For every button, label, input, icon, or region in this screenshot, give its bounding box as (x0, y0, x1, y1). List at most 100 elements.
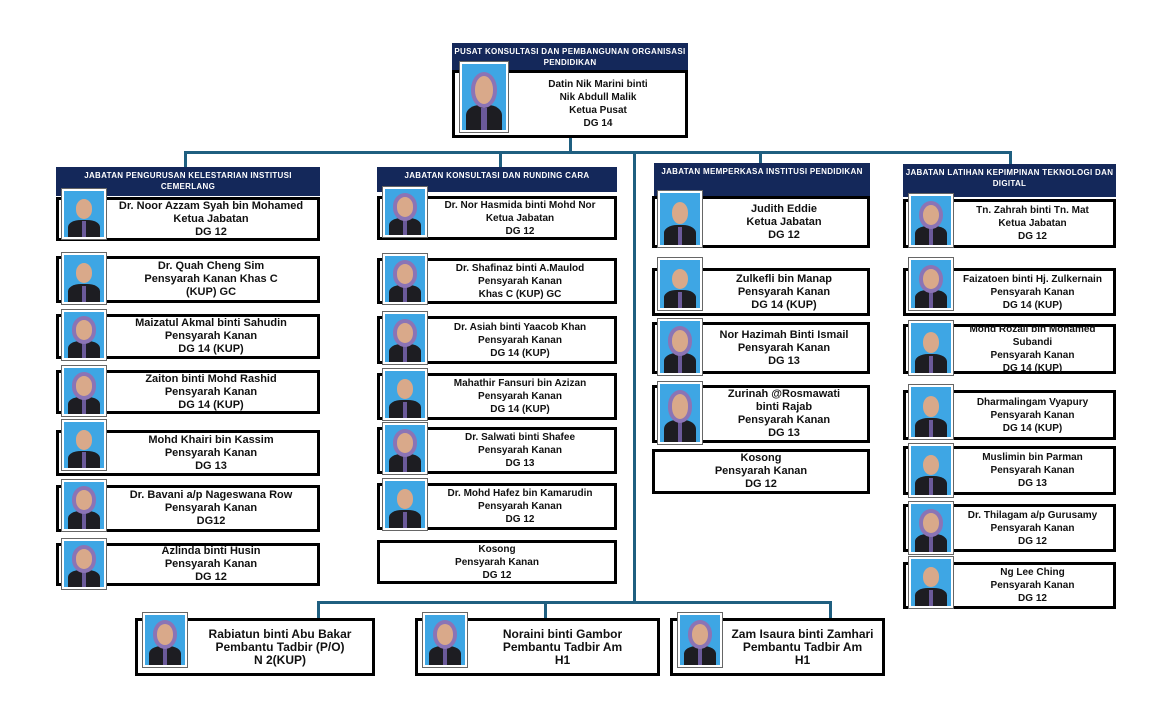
staff-detail: Pensyarah Kanan (990, 409, 1075, 421)
staff-photo (908, 501, 954, 555)
staff-detail: Pensyarah Kanan (164, 558, 258, 570)
staff-detail: DG12 (196, 515, 226, 527)
staff-name: Mohd Rozali bin Mohamed (969, 324, 1096, 335)
staff-name: Dr. Nor Hasmida binti Mohd Nor (444, 199, 596, 211)
staff-detail: N 2(KUP) (253, 652, 306, 667)
staff-detail: DG 14 (KUP) (1002, 422, 1063, 434)
staff-detail: binti Rajab (755, 401, 813, 413)
portrait-image (911, 559, 951, 606)
staff-detail: Pensyarah Kanan Khas C (144, 273, 278, 285)
staff-detail: Pensyarah Kanan (990, 286, 1075, 298)
tie-shape (928, 420, 934, 437)
staff-detail: DG 14 (KUP) (751, 298, 817, 311)
staff-detail: Pensyarah Kanan (478, 275, 562, 287)
face-shape (671, 394, 689, 419)
staff-photo (61, 309, 107, 361)
portrait-image (385, 189, 425, 235)
face-shape (75, 376, 93, 396)
staff-detail: Khas C (KUP) GC (478, 288, 562, 300)
staff-detail: Pensyarah Kanan (990, 350, 1075, 361)
tie-shape (481, 107, 487, 130)
tie-shape (928, 291, 934, 308)
staff-detail: Subandi (1012, 337, 1053, 348)
face-shape (922, 454, 940, 476)
tie-shape (81, 221, 87, 237)
staff-name: Kosong (478, 543, 516, 555)
tie-shape (162, 648, 168, 665)
staff-name: Dr. Bavani a/p Nageswana Row (129, 489, 293, 501)
staff-detail: Pensyarah Kanan (990, 522, 1075, 534)
staff-detail: DG 14 (KUP) (178, 343, 244, 355)
tie-shape (402, 219, 408, 235)
staff-detail: DG 12 (745, 478, 777, 490)
tie-shape (928, 356, 934, 373)
connector-line (317, 601, 320, 618)
portrait-image (64, 255, 104, 302)
staff-detail: Pensyarah Kanan (478, 445, 562, 456)
face-shape (922, 204, 940, 226)
tie-shape (697, 648, 703, 665)
staff-detail: Pensyarah Kanan (164, 385, 258, 398)
staff-detail: DG 12 (1018, 535, 1047, 547)
tie-shape (81, 398, 87, 414)
staff-detail: (KUP) GC (185, 286, 237, 298)
staff-name: Dr. Mohd Hafez bin Kamarudin (447, 488, 593, 499)
staff-photo (422, 612, 468, 668)
staff-name: Dr. Quah Cheng Sim (157, 260, 265, 272)
staff-detail: Ketua Jabatan (998, 218, 1067, 229)
staff-detail: Pensyarah Kanan (990, 465, 1075, 476)
portrait-image (64, 368, 104, 414)
portrait-image (64, 482, 104, 529)
connector-line (184, 151, 187, 167)
staff-name: Zaiton binti Mohd Rashid (145, 372, 277, 385)
staff-photo (61, 479, 107, 532)
staff-detail: DG 12 (768, 228, 800, 241)
tie-shape (928, 478, 934, 495)
connector-line (185, 151, 1011, 154)
portrait-image (911, 260, 951, 308)
tie-shape (677, 422, 683, 442)
staff-photo (459, 61, 509, 133)
tie-shape (402, 402, 408, 418)
staff-name: Rabiatun binti Abu Bakar (208, 626, 352, 641)
connector-line (759, 151, 762, 164)
staff-photo (382, 186, 428, 238)
staff-name: Dr. Asiah binti Yaacob Khan (453, 321, 587, 333)
face-shape (922, 268, 940, 289)
staff-name: Dharmalingam Vyapury (976, 396, 1089, 408)
portrait-image (64, 541, 104, 587)
connector-line (1009, 151, 1012, 165)
staff-photo (61, 538, 107, 590)
tie-shape (677, 355, 683, 373)
staff-photo (382, 253, 428, 305)
connector-line (633, 151, 636, 603)
staff-photo (142, 612, 188, 668)
staff-detail: Pensyarah Kanan (990, 580, 1075, 591)
staff-name: Judith Eddie (751, 202, 817, 215)
tie-shape (402, 512, 408, 528)
staff-detail: DG 13 (768, 354, 800, 367)
staff-name: Datin Nik Marini binti (548, 79, 648, 90)
staff-photo (908, 443, 954, 498)
staff-detail: Pensyarah Kanan (714, 465, 808, 477)
staff-photo (908, 257, 954, 311)
staff-detail: DG 13 (195, 459, 227, 472)
connector-line (499, 151, 502, 167)
staff-name: Nor Hazimah Binti Ismail (719, 328, 849, 341)
staff-detail: DG 14 (KUP) (178, 398, 244, 411)
staff-photo (657, 190, 703, 248)
portrait-image (680, 615, 720, 665)
staff-photo (61, 188, 107, 240)
face-shape (75, 263, 93, 284)
tie-shape (442, 648, 448, 665)
staff-photo (908, 193, 954, 248)
staff-photo (382, 368, 428, 421)
staff-photo (61, 252, 107, 305)
staff-detail: DG 12 (1018, 231, 1047, 242)
portrait-image (462, 64, 506, 130)
staff-photo (382, 478, 428, 531)
face-shape (671, 202, 689, 225)
staff-name: Dr. Shafinaz binti A.Maulod (455, 262, 585, 274)
